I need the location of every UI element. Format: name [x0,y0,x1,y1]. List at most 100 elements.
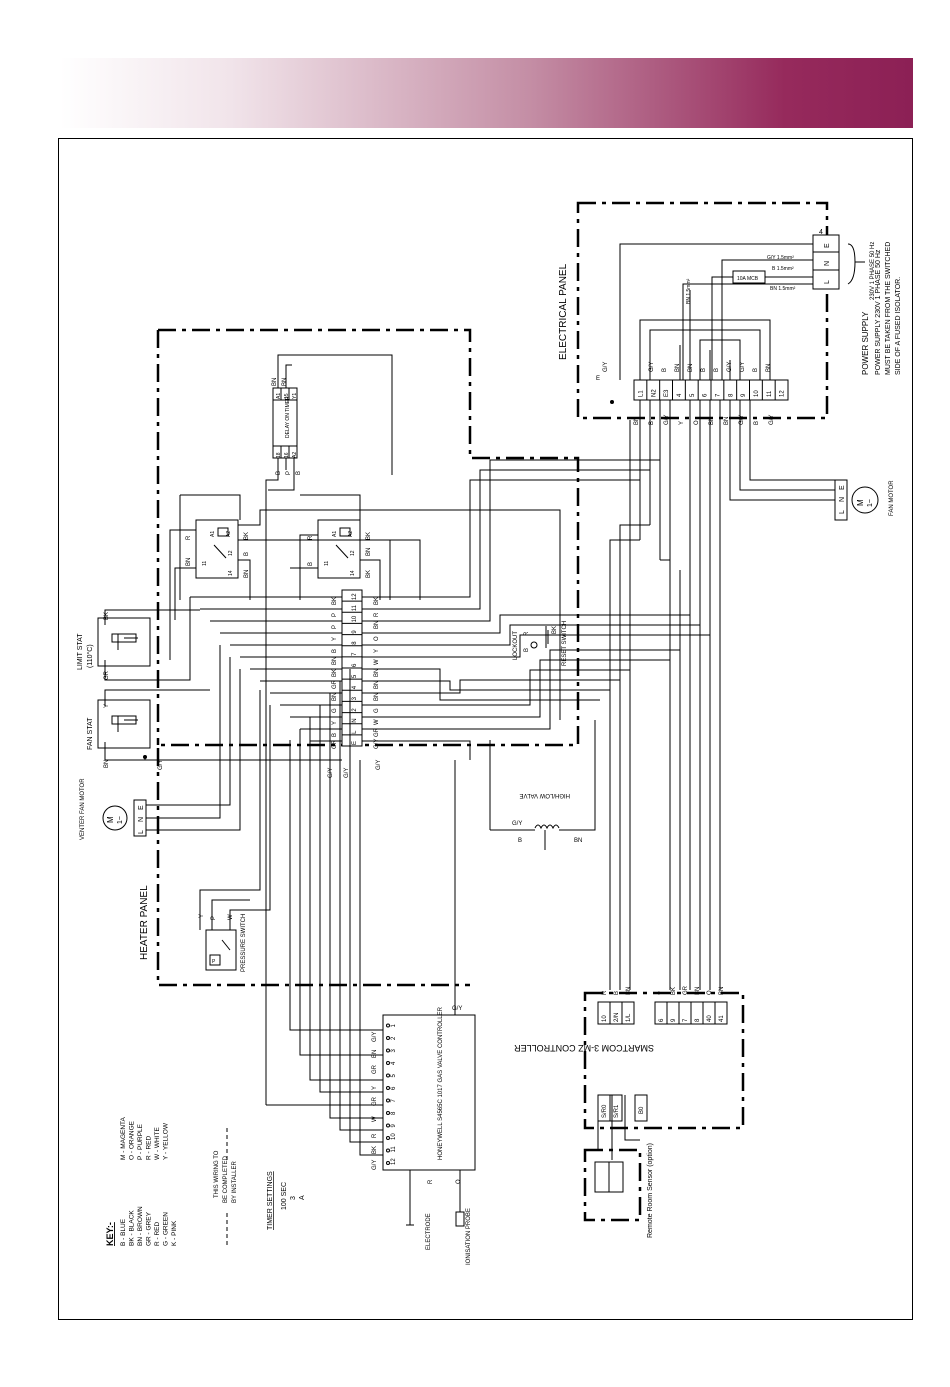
electrical-top-label: BN [766,364,772,372]
svg-text:BK: BK [552,626,558,634]
mcb-label: 10A MCB [737,276,759,282]
timer-pin: 16 [284,452,290,458]
smartcom-left-terminal: 1/L [626,1013,632,1022]
ionisation-probe: IONISATION PROBE [455,1208,472,1265]
strip-left-label: BN [332,693,338,701]
electrical-terminal-label: 11 [767,390,773,397]
lockout-reset-switch: LOCKOUT RESET SWITCH B R BK [513,621,568,666]
svg-text:BK: BK [104,612,110,620]
relay-wire-label: R [186,535,192,540]
key-color-entry: BN - BROWN [137,1206,144,1246]
high-low-valve: HIGH/LOW VALVE G/Y B BN [512,792,582,844]
smartcom-left-wire: BN [626,987,632,995]
svg-text:KEY:-: KEY:- [105,1222,115,1246]
svg-text:W: W [228,914,234,920]
relay-pin: 14 [228,570,234,576]
strip-right-label: BN [374,693,380,701]
cable-label-2: B 1.5mm² [772,266,794,272]
timer-wiring [265,354,393,1105]
smartcom-right-wire: BK [671,987,677,995]
strip-gy-label: G/Y [344,768,350,778]
installer-note: THIS WIRING TO BE COMPLETED BY INSTALLER [214,1125,238,1245]
gas-pin-dot [386,1111,390,1115]
smartcom-controller: SMARTCOM 3-MZ CONTROLLER [514,1043,654,1053]
gas-pin-dot [386,1061,390,1065]
strip-terminal-number: 4 [352,685,358,689]
svg-text:IONISATION PROBE: IONISATION PROBE [466,1208,472,1265]
gas-wire-r: R [428,1179,434,1184]
venter-fan-motor: E N L M 1~ VENTER FAN MOTOR [80,778,147,840]
strip-terminal-number: 7 [352,652,358,656]
svg-text:DELAY ON TIMER: DELAY ON TIMER [285,396,291,438]
electrode: ELECTRODE [406,1200,432,1250]
svg-text:BY INSTALLER: BY INSTALLER [232,1161,238,1203]
svg-text:BN: BN [104,760,110,768]
strip-terminal-number: 6 [352,663,358,667]
timer-pin: A2 [292,452,298,458]
gas-wire-label: G/Y [372,1160,378,1170]
relay-pin: A2 [226,531,232,537]
gas-pin-number: 11 [391,1146,397,1153]
svg-text:SIDE OF A FUSED ISOLATOR.: SIDE OF A FUSED ISOLATOR. [895,277,902,375]
limit-stat: LIMIT STAT (110°C) GR BK [77,612,151,680]
svg-text:POWER SUPPLY 230V 1 PHASE 50 H: POWER SUPPLY 230V 1 PHASE 50 Hz [875,249,882,375]
timer-pin: 18 [276,452,282,458]
gas-pin-dot [386,1086,390,1090]
gas-pin-dot [386,1161,390,1165]
heater-panel-border [156,328,580,987]
gas-pin-dot [386,1048,390,1053]
svg-text:SMARTCOM 3-MZ CONTROLLER: SMARTCOM 3-MZ CONTROLLER [514,1043,654,1053]
strip-terminal-number: E [352,741,358,745]
header-banner [60,58,913,128]
gas-pin-number: 7 [391,1099,397,1103]
svg-text:230V 1 PHASE 50 Hz: 230V 1 PHASE 50 Hz [870,242,876,300]
svg-text:MUST BE TAKEN FROM THE SWITCHE: MUST BE TAKEN FROM THE SWITCHED [885,242,892,375]
supply-terminal-label: E [824,243,831,248]
supply-brace [847,243,865,285]
strip-terminal-number: 2 [352,708,358,712]
relay-wire-label: B [308,562,314,566]
strip-left-label: BK [332,597,338,605]
strip-left-label: P [332,613,338,617]
gas-wire-label: BK [372,1146,378,1154]
electrical-panel-border [576,201,829,420]
svg-text:PRESSURE SWITCH: PRESSURE SWITCH [241,914,247,972]
smartcom-b0-terminal [634,1094,648,1122]
power-supply-text: POWER SUPPLY POWER SUPPLY 230V 1 PHASE 5… [861,242,902,375]
smartcom-sensor-terminal: S/R1 [614,1104,620,1118]
gy-label-stat: G/Y [158,760,164,770]
electrical-wire-label: G/Y [769,415,775,425]
key-color-entry: R - RED [154,1222,161,1247]
gas-wire-label: Y [372,1086,378,1090]
relay-pin: 14 [350,570,356,576]
fan-motor-label: FAN MOTOR [889,480,895,516]
valve-wiring [489,720,596,850]
strip-left-label: G [332,708,338,713]
electrical-wire-label: BN [724,417,730,425]
svg-text:POWER SUPPLY: POWER SUPPLY [861,311,870,375]
strip-left-label: Y [332,721,338,725]
svg-text:R: R [524,631,530,636]
supply-wiring [619,243,813,380]
relay-wire-label: BK [366,570,372,578]
smartcom-sensor-terminal: S/R0 [602,1104,608,1118]
strip-left-label: B [332,733,338,737]
electrical-wire-label: B [754,421,760,425]
gas-pin-number: 8 [391,1111,397,1115]
electrical-top-label: BN [675,364,681,372]
relay-wire-label: BK [244,532,250,540]
gas-pin-dot [386,1123,390,1128]
gas-pin-number: 3 [391,1049,397,1053]
timer-wire-label: B [276,471,282,475]
smartcom-right-wire: Y [659,991,665,995]
svg-text:N: N [138,817,145,822]
gas-wire-label: G/Y [372,1032,378,1042]
fan-motor: L N E M 1~ FAN MOTOR [834,479,895,521]
relay-wire-label: BN [186,558,192,566]
electrical-top-label: G/Y [649,362,655,372]
electrical-top-label: G/Y [740,362,746,372]
relay-1 [195,519,239,579]
electrical-terminal-label: L1 [638,390,644,397]
timer-wire-label: B [296,471,302,475]
